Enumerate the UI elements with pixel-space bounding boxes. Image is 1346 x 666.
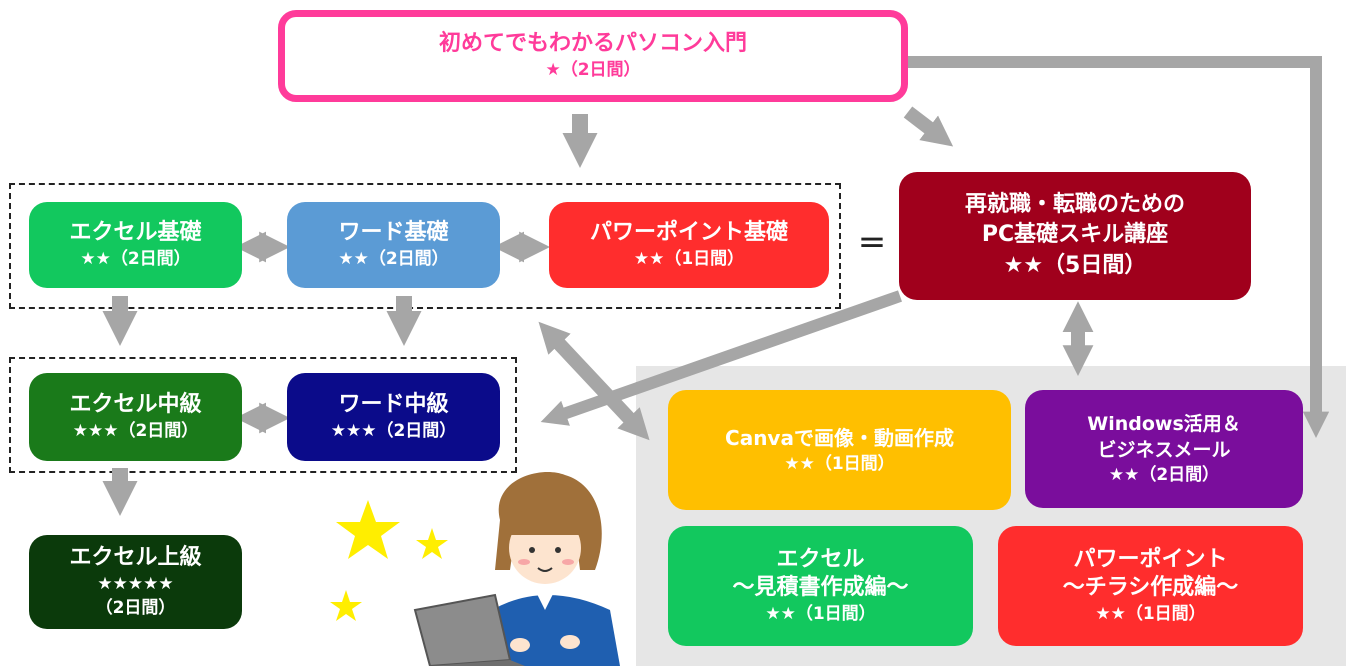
course-excel-adv-level: ★★★★★ （2日間） [95, 574, 176, 618]
course-excel-mid-level: ★★★（2日間） [72, 421, 199, 441]
course-ppt-flyer: パワーポイント ～チラシ作成編～ ★★（1日間） [998, 526, 1303, 646]
course-excel-adv-title: エクセル上級 [69, 545, 202, 570]
course-canva-level: ★★（1日間） [784, 454, 895, 474]
course-excel-basic-title: エクセル基礎 [69, 220, 202, 245]
course-word-basic: ワード基礎 ★★（2日間） [287, 202, 500, 288]
course-reemploy-level: ★★（5日間） [1003, 253, 1147, 278]
course-ppt-flyer-level: ★★（1日間） [1095, 604, 1206, 624]
course-canva: Canvaで画像・動画作成 ★★（1日間） [668, 390, 1011, 510]
course-ppt-basic-title: パワーポイント基礎 [589, 220, 788, 245]
basic-courses-group [9, 183, 841, 309]
course-windows-level: ★★（2日間） [1108, 465, 1220, 485]
course-ppt-basic-level: ★★（1日間） [633, 249, 745, 269]
course-excel-basic-level: ★★（2日間） [80, 249, 191, 269]
star-icon [330, 590, 362, 621]
course-intro-title: 初めてでもわかるパソコン入門 [438, 31, 747, 56]
course-intro-level: ★（2日間） [545, 60, 641, 80]
course-word-mid: ワード中級 ★★★（2日間） [287, 373, 500, 461]
course-word-mid-level: ★★★（2日間） [330, 421, 457, 441]
equals-sign: ＝ [858, 227, 887, 260]
course-ppt-basic: パワーポイント基礎 ★★（1日間） [549, 202, 829, 288]
arrow-intro-to-reemploy [903, 106, 954, 147]
course-word-mid-title: ワード中級 [338, 392, 449, 417]
course-excel-quote: エクセル ～見積書作成編～ ★★（1日間） [668, 526, 973, 646]
course-excel-adv: エクセル上級 ★★★★★ （2日間） [29, 535, 242, 629]
course-windows: Windows活用＆ ビジネスメール ★★（2日間） [1025, 390, 1303, 508]
course-excel-mid-title: エクセル中級 [69, 392, 202, 417]
course-reemploy-title: 再就職・転職のための PC基礎スキル講座 [964, 192, 1185, 247]
arrow-intro-to-windows [906, 56, 1322, 420]
course-excel-quote-title: エクセル ～見積書作成編～ [732, 547, 909, 600]
person-with-laptop-illustration [330, 472, 620, 666]
arrow-basics-to-canva [538, 321, 650, 441]
course-word-basic-title: ワード基礎 [338, 220, 449, 245]
star-icon [336, 500, 400, 559]
course-intro: 初めてでもわかるパソコン入門 ★（2日間） [278, 10, 908, 102]
course-ppt-flyer-title: パワーポイント ～チラシ作成編～ [1062, 547, 1239, 600]
course-excel-basic: エクセル基礎 ★★（2日間） [29, 202, 242, 288]
course-canva-title: Canvaで画像・動画作成 [725, 426, 954, 450]
intermediate-courses-group [9, 357, 517, 473]
course-windows-title: Windows活用＆ ビジネスメール [1087, 413, 1241, 461]
course-word-basic-level: ★★（2日間） [338, 249, 449, 269]
course-excel-mid: エクセル中級 ★★★（2日間） [29, 373, 242, 461]
course-excel-quote-level: ★★（1日間） [765, 604, 876, 624]
star-icon [416, 528, 448, 559]
course-reemploy: 再就職・転職のための PC基礎スキル講座 ★★（5日間） [899, 172, 1251, 300]
